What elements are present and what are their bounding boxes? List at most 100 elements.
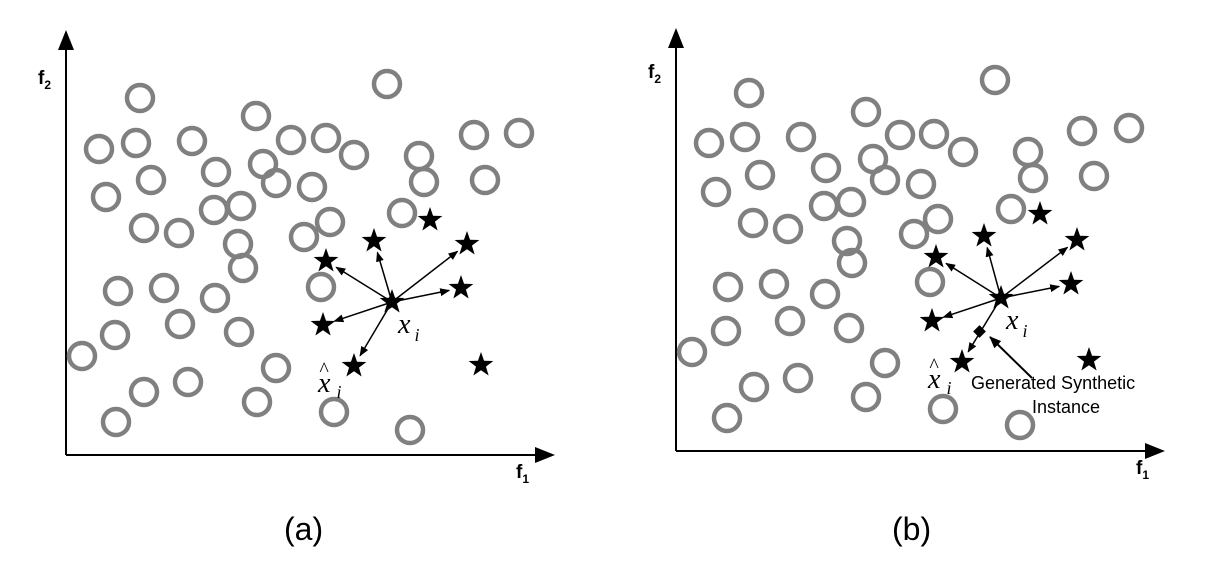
majority-circle (260, 167, 292, 199)
majority-circle (1078, 160, 1110, 192)
majority-circle (898, 218, 930, 250)
neighbor-link (1000, 246, 1069, 299)
majority-circle (711, 402, 743, 434)
majority-circle (995, 193, 1027, 225)
majority-circle (700, 176, 732, 208)
majority-circle (1113, 112, 1145, 144)
majority-circle (394, 414, 426, 446)
majority-circle (128, 212, 160, 244)
majority-circle (135, 164, 167, 196)
majority-circle (869, 347, 901, 379)
y-axis-label: f2 (648, 62, 661, 86)
majority-circle (738, 371, 770, 403)
minority-star (923, 244, 949, 268)
majority-circle (163, 217, 195, 249)
minority-star (1076, 347, 1102, 371)
majority-circle (66, 340, 98, 372)
minority-star (361, 228, 387, 252)
minority-star (448, 275, 474, 299)
majority-circle (850, 96, 882, 128)
neighbor-link (333, 301, 393, 323)
majority-circle (338, 139, 370, 171)
minority-star (971, 223, 997, 247)
majority-circle (808, 190, 840, 222)
minority-stars (919, 201, 1102, 373)
majority-circle (403, 140, 435, 172)
majority-circle (782, 362, 814, 394)
majority-circles (66, 68, 535, 446)
majority-circle (733, 77, 765, 109)
annotation-line-2: Instance (1032, 397, 1100, 417)
x-axis-arrow-icon (1145, 443, 1165, 459)
majority-circle (693, 127, 725, 159)
majority-circle (176, 125, 208, 157)
minority-star (1064, 227, 1090, 251)
majority-circle (676, 336, 708, 368)
majority-circle (260, 352, 292, 384)
majority-circle (314, 206, 346, 238)
neighbor-link (376, 251, 393, 303)
majority-circle (408, 166, 440, 198)
majority-circle (458, 119, 490, 151)
majority-circle (737, 207, 769, 239)
caption-a: (a) (284, 511, 323, 547)
majority-circle (744, 159, 776, 191)
majority-circle (227, 252, 259, 284)
annotation-arrow (989, 336, 1033, 379)
minority-star (313, 248, 339, 272)
majority-circle (241, 386, 273, 418)
majority-circle (90, 181, 122, 213)
majority-circle (869, 164, 901, 196)
minority-star (1027, 201, 1053, 225)
majority-circle (164, 308, 196, 340)
majority-circle (947, 136, 979, 168)
majority-circle (758, 268, 790, 300)
minority-star (310, 312, 336, 336)
majority-circle (1012, 136, 1044, 168)
majority-circle (198, 194, 230, 226)
majority-circle (712, 271, 744, 303)
majority-circle (83, 133, 115, 165)
majority-circle (927, 393, 959, 425)
majority-circle (371, 68, 403, 100)
neighbor-link (359, 301, 393, 357)
majority-circle (99, 319, 131, 351)
majority-circle (1066, 115, 1098, 147)
majority-circle (850, 381, 882, 413)
majority-circle (922, 203, 954, 235)
majority-circle (148, 272, 180, 304)
y-axis-label: f2 (38, 68, 51, 92)
majority-circle (1017, 162, 1049, 194)
annotation-line-1: Generated Synthetic (971, 373, 1135, 393)
majority-circle (305, 271, 337, 303)
neighbor-point-hat: ^ (929, 355, 939, 377)
neighbor-link (985, 246, 1002, 299)
majority-circle (785, 121, 817, 153)
majority-circle (710, 315, 742, 347)
majority-circle (223, 316, 255, 348)
majority-circle (172, 366, 204, 398)
majority-circle (288, 221, 320, 253)
majority-circle (275, 124, 307, 156)
majority-circle (905, 168, 937, 200)
majority-circle (240, 100, 272, 132)
majority-circle (310, 122, 342, 154)
majority-circle (247, 148, 279, 180)
majority-circle (296, 171, 328, 203)
query-minority-star (988, 285, 1014, 309)
majority-circle (318, 396, 350, 428)
majority-circle (774, 305, 806, 337)
majority-circle (386, 197, 418, 229)
x-axis-label: f1 (516, 462, 529, 486)
neighbor-link (945, 262, 1002, 299)
neighbor-link (1000, 284, 1061, 299)
neighbor-link (335, 266, 393, 303)
minority-stars (310, 207, 494, 377)
y-axis-arrow-icon (668, 28, 684, 48)
majority-circle (918, 118, 950, 150)
majority-circle (102, 275, 134, 307)
